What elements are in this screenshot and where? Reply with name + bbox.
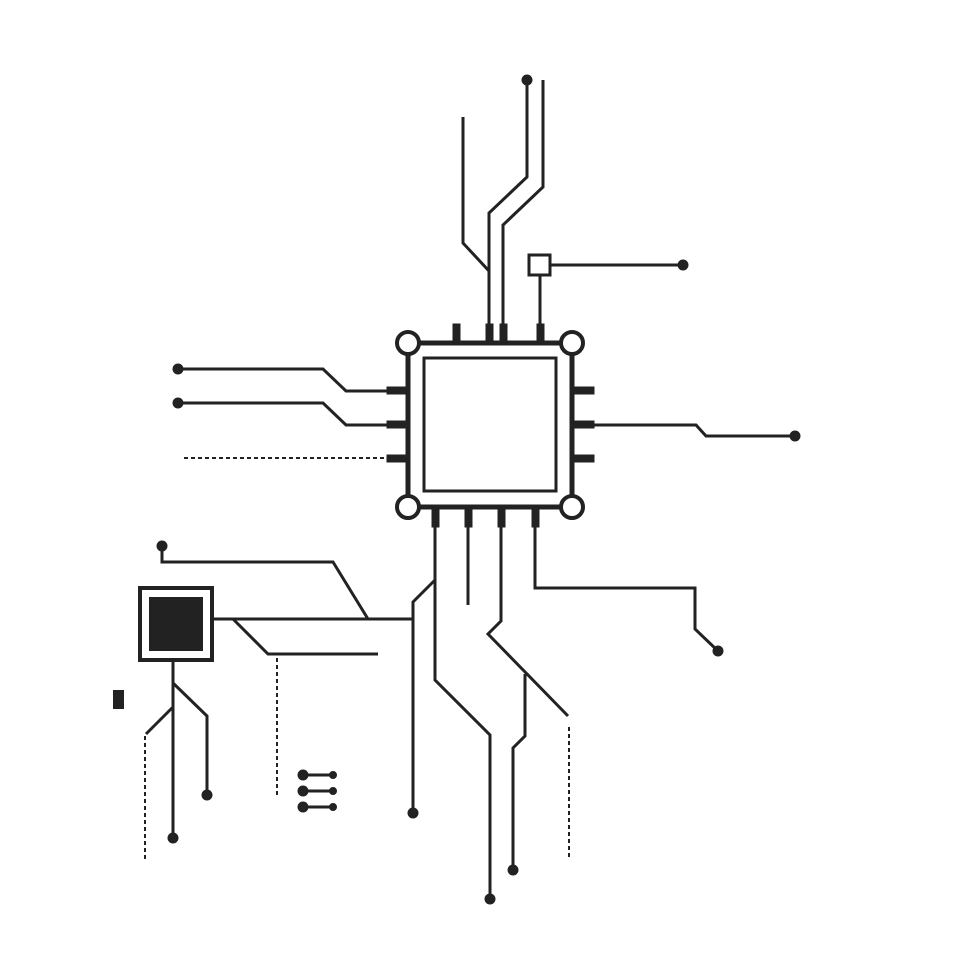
small-chip-core xyxy=(149,597,203,651)
connector-pin-2-large xyxy=(297,785,309,797)
trace-top-right xyxy=(501,80,545,324)
bottom-traces xyxy=(407,527,724,905)
circuit-ink-layer xyxy=(113,74,801,905)
terminal-bottom-1 xyxy=(484,893,496,905)
chip-corner-top-left xyxy=(395,330,421,356)
chip-pin-right-3 xyxy=(571,454,595,463)
terminal-side-top xyxy=(156,540,168,552)
chip-corner-bottom-left xyxy=(395,494,421,520)
chip-pin-bottom-3 xyxy=(497,506,506,528)
chip-pin-right-2 xyxy=(571,420,595,429)
small-block-component xyxy=(113,690,124,709)
terminal-left-1 xyxy=(172,363,184,375)
trace-bottom-4 xyxy=(533,527,720,653)
terminal-side-right-branch xyxy=(201,789,213,801)
trace-top-middle xyxy=(487,80,529,271)
terminal-bottom-branch-left xyxy=(407,807,419,819)
terminal-bottom-4 xyxy=(712,645,724,657)
connector-pin-3-small xyxy=(329,803,337,811)
chip-core xyxy=(422,356,558,493)
square-pad-group xyxy=(527,253,689,324)
chip-pin-right-1 xyxy=(571,386,595,395)
trace-bottom-branch-left xyxy=(411,578,437,813)
chip-corner-top-right xyxy=(559,330,585,356)
chip-corner-bottom-right xyxy=(559,494,585,520)
chip-pin-bottom-2 xyxy=(464,506,473,528)
terminal-bottom-3 xyxy=(507,864,519,876)
trace-left-2 xyxy=(178,401,387,427)
terminal-side-down xyxy=(167,832,179,844)
terminal-left-2 xyxy=(172,397,184,409)
square-pad xyxy=(527,253,552,277)
trace-top-left xyxy=(461,117,491,324)
trace-bottom-3 xyxy=(485,527,570,718)
trace-right-1 xyxy=(594,423,795,438)
connector-pin-2-small xyxy=(329,787,337,795)
connector-pin-1-small xyxy=(329,771,337,779)
trace-left-1 xyxy=(178,367,387,393)
connector-pin-1-large xyxy=(297,769,309,781)
side-chip-group xyxy=(138,540,413,860)
connector-pin-3-large xyxy=(297,801,309,813)
trace-side-top xyxy=(160,546,370,620)
trace-side-right-branch xyxy=(171,681,209,795)
terminal-square-pad xyxy=(677,259,689,271)
left-traces xyxy=(172,363,387,459)
trace-side-lower xyxy=(231,617,378,656)
chip-pin-bottom-4 xyxy=(531,506,540,528)
microchip-icon xyxy=(386,323,595,528)
trace-side-left-branch xyxy=(144,705,175,736)
right-traces xyxy=(594,423,801,442)
terminal-right-1 xyxy=(789,430,801,442)
top-traces xyxy=(461,74,545,324)
trace-bottom-1 xyxy=(433,527,492,899)
three-pin-connector xyxy=(297,769,337,813)
chip-pin-bottom-1 xyxy=(431,506,440,528)
terminal-top xyxy=(521,74,533,86)
trace-bottom-3-branch xyxy=(511,674,527,870)
